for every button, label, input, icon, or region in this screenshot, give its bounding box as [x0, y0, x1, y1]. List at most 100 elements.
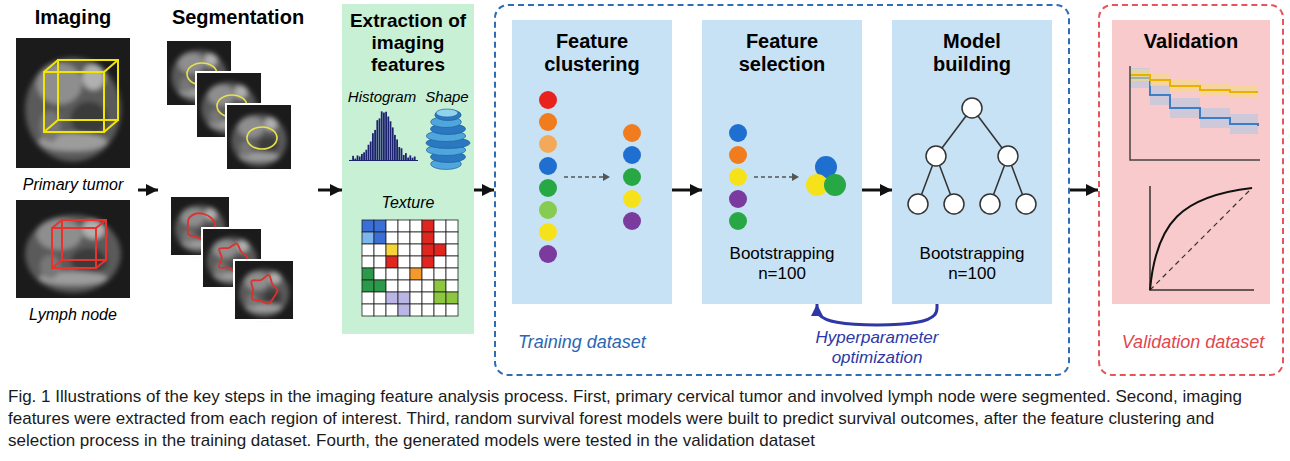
texture-cell: [386, 244, 398, 256]
flow-arrow: [1070, 189, 1098, 192]
mri-tissue: [82, 64, 105, 90]
tree-node: [962, 98, 982, 118]
texture-cell: [422, 268, 434, 280]
bounding-box-edge: [44, 60, 58, 72]
illustration-group: [166, 40, 294, 320]
texture-cell: [398, 292, 410, 304]
texture-cell: [410, 220, 422, 232]
texture-cell: [422, 256, 434, 268]
texture-cell: [374, 280, 386, 292]
histogram-bar: [405, 153, 407, 160]
segmentation-panel: Segmentation: [158, 4, 318, 334]
feature-dot: [623, 212, 641, 230]
illustration-group: [729, 124, 846, 230]
training-region: Training datasetFeature clusteringFeatur…: [494, 4, 1070, 376]
texture-cell: [374, 268, 386, 280]
tree-node: [980, 194, 1000, 214]
texture-cell: [362, 280, 374, 292]
illustration-group: [1130, 66, 1260, 290]
chance-line: [1150, 188, 1252, 290]
histogram-bar: [409, 155, 411, 160]
bounding-box-edge: [96, 220, 106, 228]
illustration: [1112, 20, 1270, 304]
mri-tissue: [240, 141, 252, 157]
mri-tissue: [258, 136, 279, 153]
texture-cell: [386, 280, 398, 292]
step-title: Feature selection: [717, 30, 847, 76]
histogram-bar: [392, 127, 394, 160]
texture-cell: [446, 268, 458, 280]
bounding-box: [58, 60, 118, 120]
texture-cell: [434, 304, 446, 316]
texture-cell: [446, 220, 458, 232]
texture-cell: [410, 280, 422, 292]
texture-cell: [362, 256, 374, 268]
step-title: Validation: [1112, 30, 1270, 53]
survival-curve: [1130, 75, 1258, 92]
mri-tissue: [71, 102, 107, 136]
flow-arrow: [318, 189, 342, 192]
flow-arrow: [138, 189, 158, 192]
mri-tissue: [231, 114, 286, 167]
texture-cell: [398, 280, 410, 292]
texture-cell: [434, 220, 446, 232]
texture-cell: [386, 268, 398, 280]
texture-cell: [410, 268, 422, 280]
dashed-arrow: [754, 176, 792, 178]
texture-cell: [434, 268, 446, 280]
texture-cell: [434, 292, 446, 304]
dashed-arrow-head: [792, 173, 799, 181]
feature-dot: [729, 168, 747, 186]
mri-tissue: [25, 58, 121, 162]
illustration-group: [349, 109, 470, 316]
texture-cell: [446, 244, 458, 256]
feature-dot: [539, 223, 557, 241]
texture-cell: [374, 244, 386, 256]
tree-node: [908, 194, 928, 214]
flow-arrow: [474, 189, 494, 192]
texture-cell: [398, 232, 410, 244]
histogram-bar: [394, 135, 396, 160]
slice-frame: [234, 260, 294, 320]
texture-cell: [362, 292, 374, 304]
feature-dot: [729, 212, 747, 230]
mri-anatomy: [25, 215, 121, 293]
texture-cell: [446, 280, 458, 292]
mri-image: [226, 104, 292, 170]
texture-cell: [386, 232, 398, 244]
histogram-bar: [412, 158, 414, 160]
histogram-bar: [385, 112, 387, 160]
texture-cell: [422, 244, 434, 256]
texture-cell: [386, 256, 398, 268]
step-title: Extraction of imaging features: [346, 10, 470, 76]
validation-region: Validation dataset Validation: [1098, 4, 1284, 376]
histogram-bar: [407, 158, 409, 160]
illustration-group: [539, 91, 641, 263]
feature-label: Shape: [420, 88, 474, 105]
bounding-box-edge: [96, 260, 106, 268]
histogram-bar: [396, 139, 398, 160]
texture-cell: [386, 292, 398, 304]
region-label: Validation dataset: [1113, 332, 1273, 353]
mri-image: [16, 200, 130, 298]
histogram-bar: [414, 157, 416, 160]
histogram-bar: [372, 133, 374, 160]
illustration: [8, 4, 138, 334]
feature-dot: [729, 190, 747, 208]
texture-cell: [398, 304, 410, 316]
illustration-group: [908, 98, 1036, 214]
mri-tissue: [37, 219, 83, 250]
texture-cell: [410, 292, 422, 304]
tree-node: [998, 146, 1018, 166]
texture-cell: [422, 280, 434, 292]
confidence-band: [1130, 69, 1258, 98]
step-title: Model building: [907, 30, 1037, 76]
feature-dot: [539, 91, 557, 109]
texture-cell: [374, 232, 386, 244]
image-label: Lymph node: [8, 306, 138, 324]
feature-dot: [539, 135, 557, 153]
mri-image: [234, 260, 294, 320]
texture-cell: [434, 232, 446, 244]
histogram-bar: [361, 154, 363, 160]
